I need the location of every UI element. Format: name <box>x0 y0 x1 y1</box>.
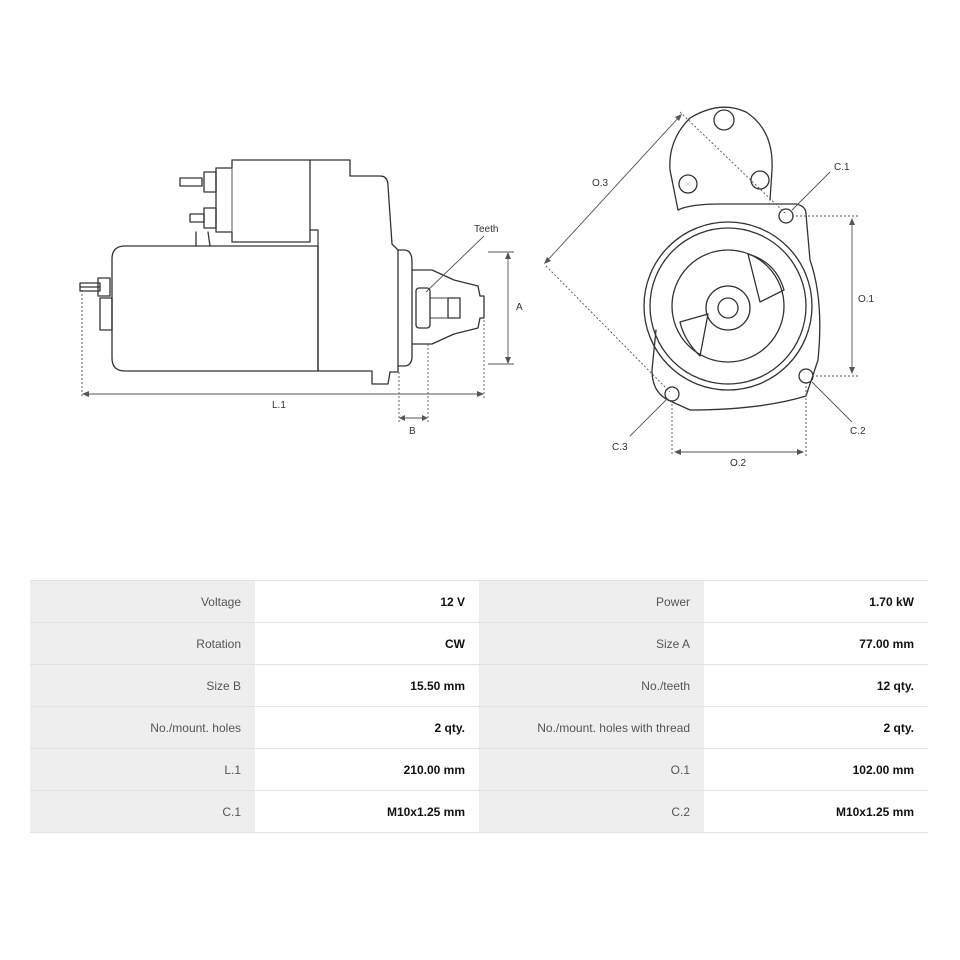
spec-label: Power <box>479 580 704 623</box>
rear-stud-thread <box>79 282 101 292</box>
teeth-leader <box>425 235 485 293</box>
spec-value: 1.70 kW <box>704 580 928 623</box>
rear-nut <box>97 277 111 297</box>
housing-web <box>747 253 785 303</box>
spec-label: No./mount. holes <box>30 706 255 749</box>
spec-label: No./mount. holes with thread <box>479 706 704 749</box>
spec-label: Voltage <box>30 580 255 623</box>
flange-plate <box>651 203 821 411</box>
shaft-boss <box>705 285 751 331</box>
spec-value: 12 qty. <box>704 664 928 707</box>
right-hole <box>750 170 770 190</box>
pinion <box>411 269 485 345</box>
dimension-o2-label: O.2 <box>730 458 747 469</box>
starter-motor-diagram: Teeth A L.1 B <box>79 106 875 469</box>
spec-label: L.1 <box>30 748 255 791</box>
dimension-o3-line <box>545 115 681 263</box>
c1-label: C.1 <box>834 162 850 173</box>
dimension-b-label: B <box>409 426 416 437</box>
c3-label: C.3 <box>612 442 628 453</box>
spec-value: 2 qty. <box>704 706 928 749</box>
c3-leader <box>629 399 667 437</box>
housing-outer <box>643 221 813 391</box>
shaft <box>717 297 739 319</box>
spec-value: 210.00 mm <box>255 748 479 791</box>
motor-body <box>111 245 319 372</box>
spec-value: 12 V <box>255 580 479 623</box>
housing-rim <box>649 227 807 385</box>
solenoid-nut-top <box>203 171 217 193</box>
drive-housing <box>309 159 399 385</box>
spec-value: CW <box>255 622 479 665</box>
side-view: Teeth A L.1 B <box>79 159 523 437</box>
spec-value: 15.50 mm <box>255 664 479 707</box>
solenoid-body <box>215 159 311 243</box>
front-view: O.1 O.2 O.3 C.1 C.2 C.3 <box>544 106 875 469</box>
spec-label: O.1 <box>479 748 704 791</box>
c2-label: C.2 <box>850 426 866 437</box>
spec-value: 77.00 mm <box>704 622 928 665</box>
hole-c2 <box>798 368 814 384</box>
spec-value: M10x1.25 mm <box>255 790 479 833</box>
solenoid-nut-bottom <box>203 207 217 229</box>
spec-label: C.2 <box>479 790 704 833</box>
c2-leader <box>811 381 853 423</box>
housing-web-lower <box>679 313 709 357</box>
spec-value: 2 qty. <box>255 706 479 749</box>
housing-inner <box>671 249 785 363</box>
c1-leader <box>791 171 831 211</box>
dimension-a-label: A <box>516 302 523 313</box>
pinion-tooth <box>447 297 461 319</box>
solenoid-stud-bottom <box>189 213 205 223</box>
dimension-o3-label: O.3 <box>592 178 609 189</box>
solenoid-link <box>195 231 211 247</box>
rear-bracket <box>99 297 113 331</box>
spec-value: 102.00 mm <box>704 748 928 791</box>
spec-label: Rotation <box>30 622 255 665</box>
teeth-label: Teeth <box>474 224 498 235</box>
spec-label: Size A <box>479 622 704 665</box>
dimension-l1-label: L.1 <box>272 400 286 411</box>
top-hole <box>713 109 735 131</box>
spec-label: No./teeth <box>479 664 704 707</box>
spec-label: C.1 <box>30 790 255 833</box>
left-hole <box>678 174 698 194</box>
solenoid-stud-top <box>179 177 203 187</box>
spec-label: Size B <box>30 664 255 707</box>
top-mounting-ear <box>669 106 773 211</box>
dimension-o1-label: O.1 <box>858 294 875 305</box>
pinion-gear <box>415 287 431 329</box>
nose-flange <box>397 249 413 367</box>
hole-c1 <box>778 208 794 224</box>
spec-value: M10x1.25 mm <box>704 790 928 833</box>
